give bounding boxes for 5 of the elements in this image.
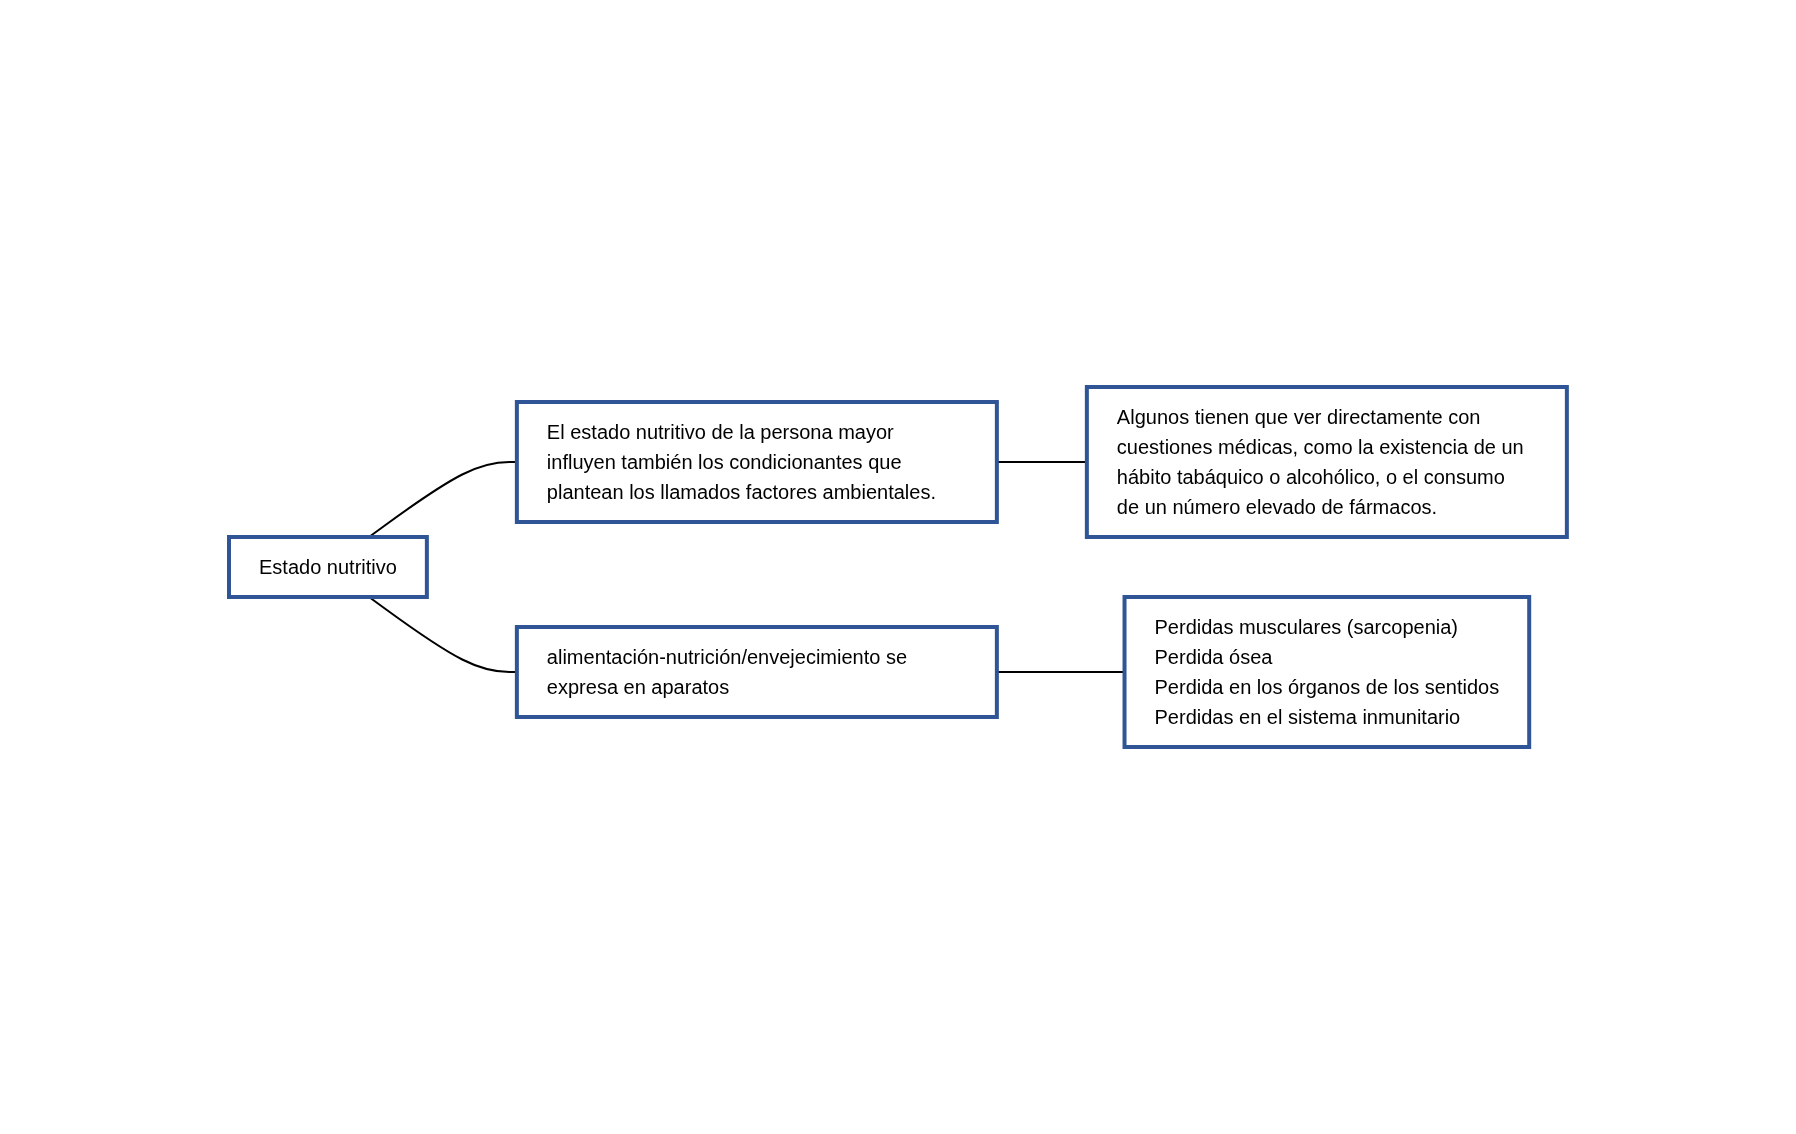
node-box: El estado nutritivo de la persona mayor influyen también los condicionantes que plantean los llamados factores ambientales. [514,400,999,524]
node-box: Algunos tienen que ver directamente con cuestiones médicas, como la existencia de un hábito tabáquico o alcohólico, o el consumo de un número elevado de fármacos. [1084,385,1569,539]
node-box: Perdidas musculares (sarcopenia) Perdida ósea Perdida en los órganos de los sentidos Perdidas en el sistema inmunitario [1122,595,1532,749]
node-box: Estado nutritivo [227,535,429,599]
node-box: alimentación-nutrición/envejecimiento se expresa en aparatos [514,625,999,719]
